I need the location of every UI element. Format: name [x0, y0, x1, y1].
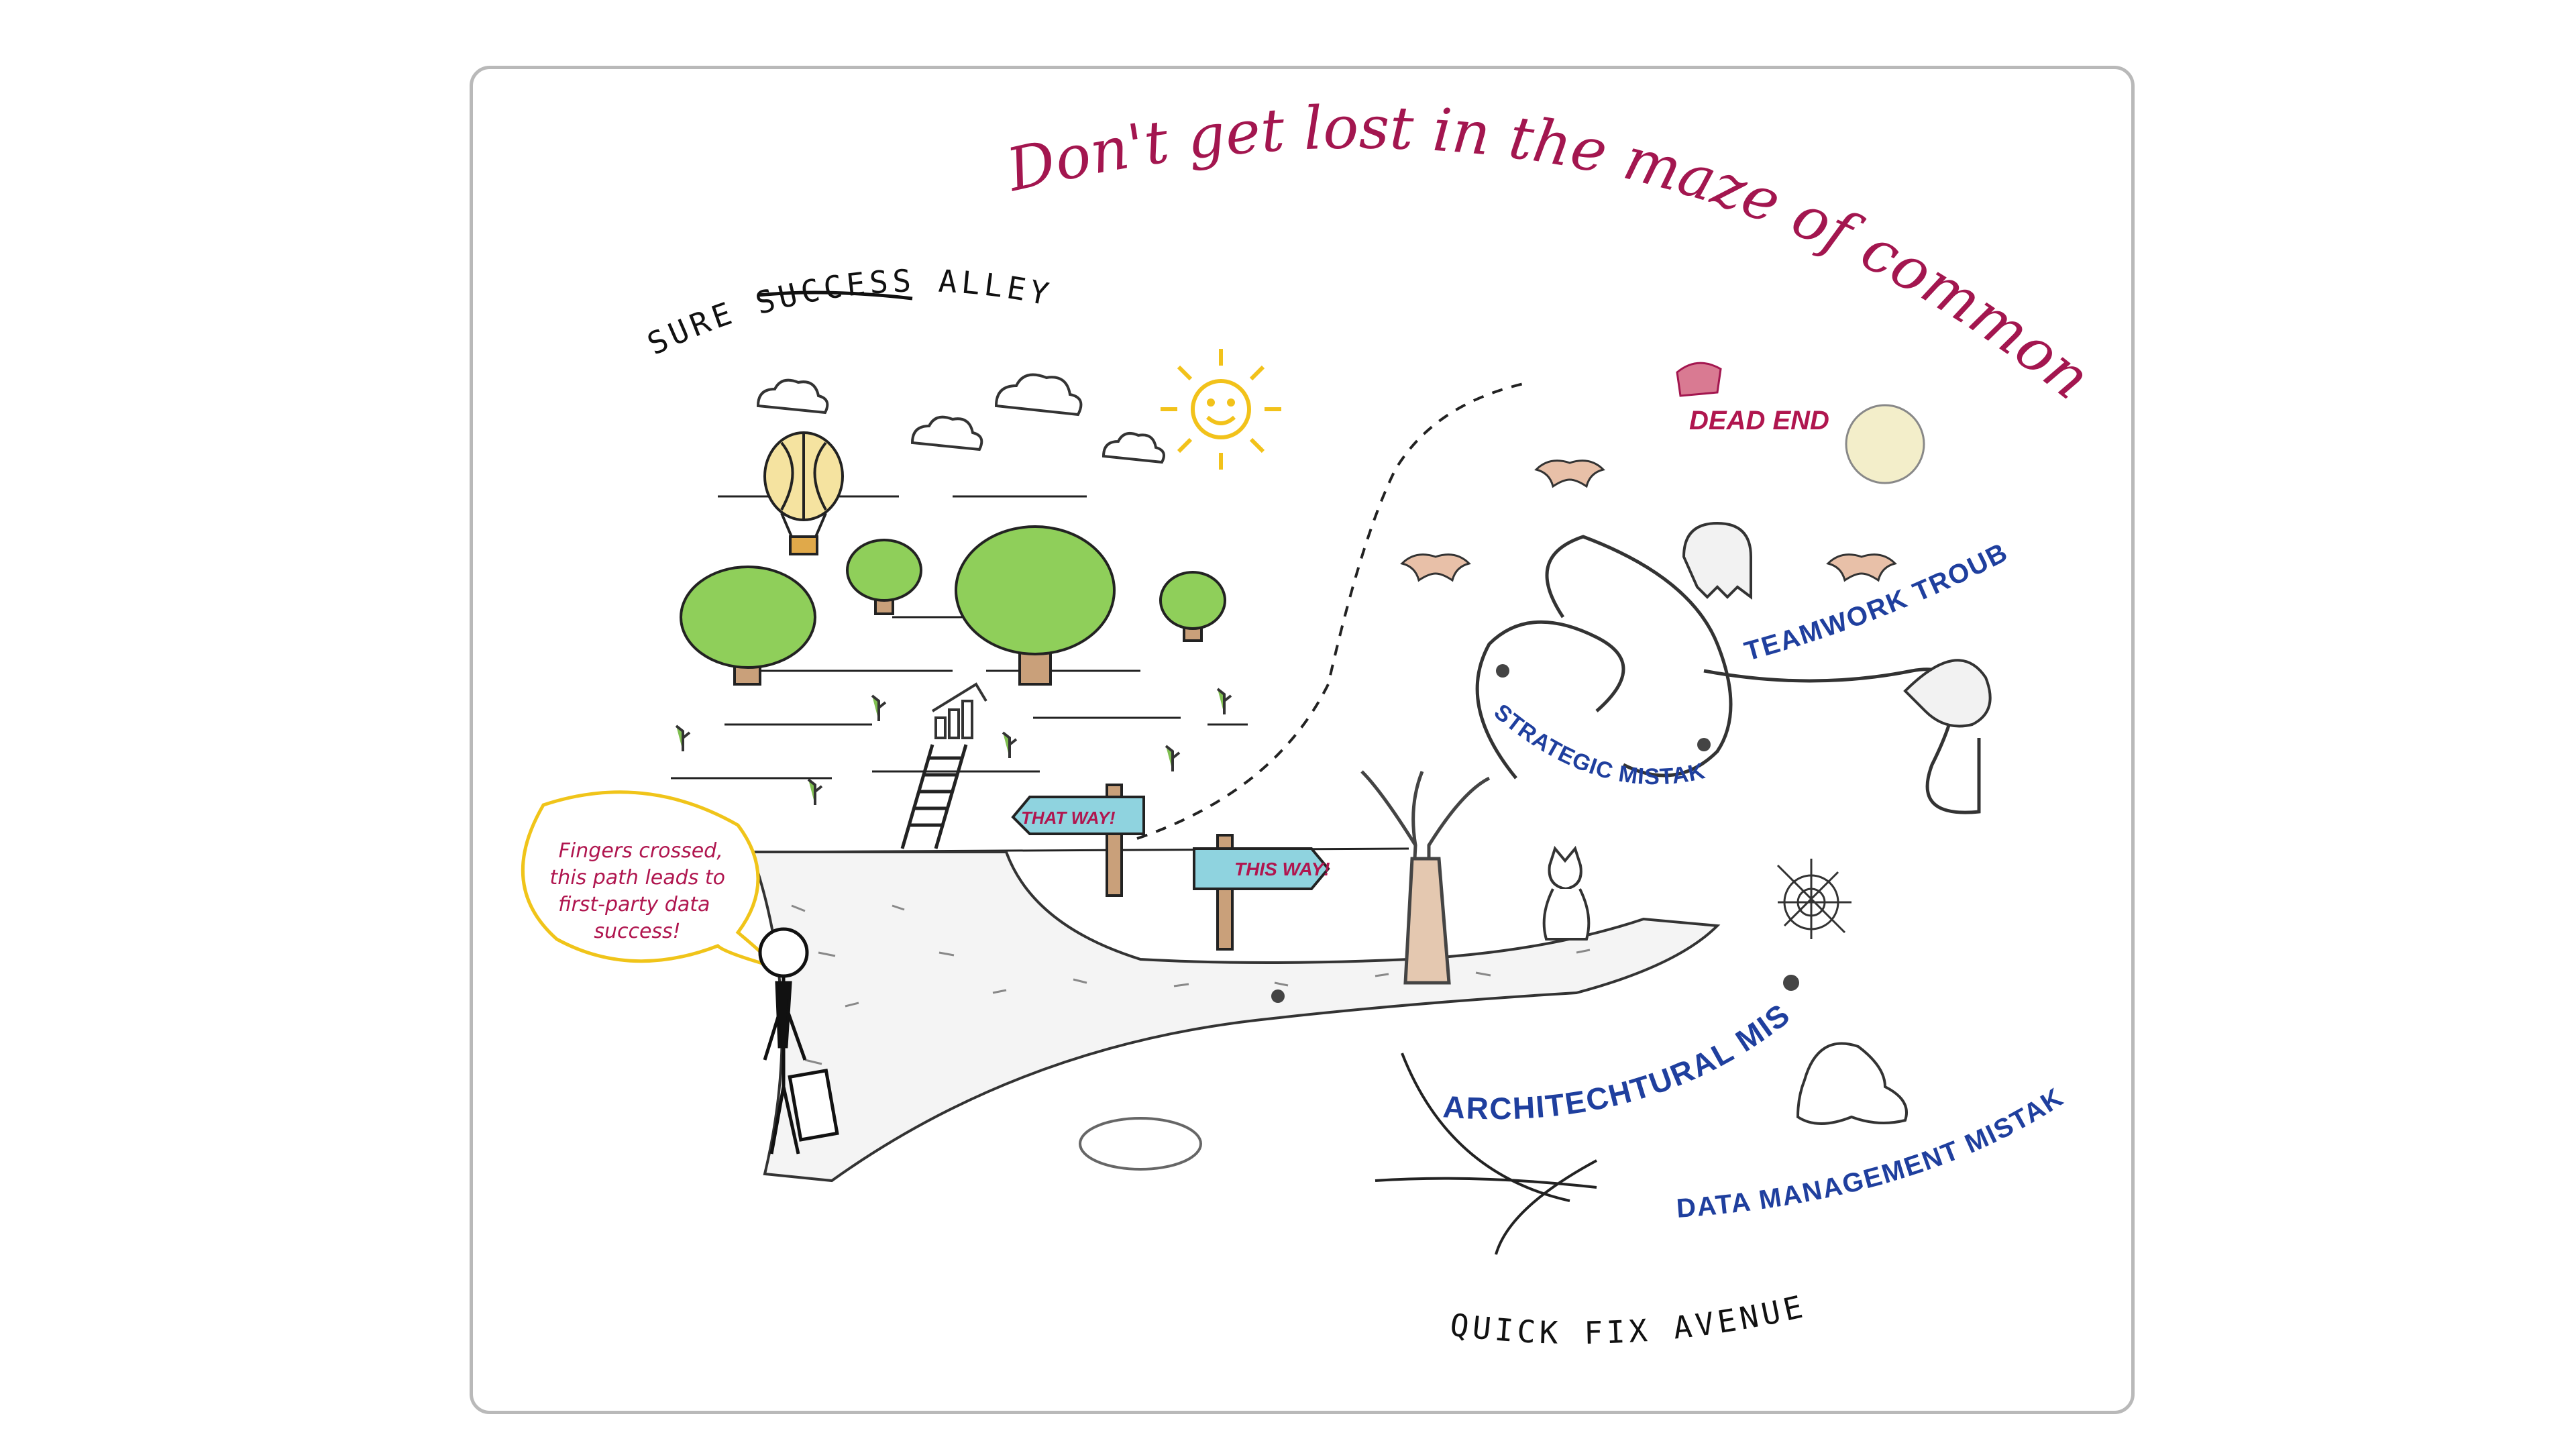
speech-bubble-text: Fingers crossed, this path leads to firs…	[549, 839, 731, 943]
spider-web-icon	[1776, 859, 1851, 939]
sun-icon	[1161, 349, 1281, 470]
bottom-web	[1375, 1053, 1597, 1255]
sure-success-alley-label: SURE SUCCESS ALLEY	[642, 262, 1056, 362]
svg-text:DEAD END: DEAD END	[1689, 406, 1829, 435]
stick-figure-icon	[758, 927, 839, 1155]
stone-road	[749, 851, 1721, 1183]
bat-icon	[1400, 460, 1897, 582]
moon-icon	[1845, 404, 1925, 484]
that-way-sign: THAT WAY!	[1011, 784, 1145, 897]
diagram-frame	[470, 66, 2135, 1414]
sprout-icon	[675, 688, 1232, 805]
growth-chart-icon	[931, 682, 987, 739]
speech-bubble: Fingers crossed, this path leads to firs…	[521, 790, 774, 968]
cloud-icon	[756, 373, 1165, 464]
quick-fix-avenue-label: QUICK FIX AVENUE	[1448, 1288, 1810, 1351]
ghost-icon	[1682, 521, 1992, 1125]
svg-text:THIS WAY!: THIS WAY!	[1234, 859, 1330, 879]
success-underline	[757, 290, 913, 301]
page-title: Don't get lost in the maze of common mis…	[0, 0, 2119, 425]
ladder-icon	[900, 744, 968, 849]
this-way-sign: THIS WAY!	[1193, 834, 1330, 951]
road-texture	[791, 904, 1591, 1065]
cat-icon	[1542, 845, 1591, 941]
bush-icon	[1079, 1117, 1202, 1171]
dead-end-sign: DEAD END	[1676, 362, 1829, 435]
svg-text:THAT WAY!: THAT WAY!	[1021, 808, 1116, 828]
dashed-trail	[1136, 381, 1530, 840]
tree-icon	[680, 525, 1226, 686]
hot-air-balloon-icon	[763, 431, 844, 555]
dead-tree-icon	[1360, 770, 1491, 985]
spider-icon	[1271, 664, 1799, 1003]
